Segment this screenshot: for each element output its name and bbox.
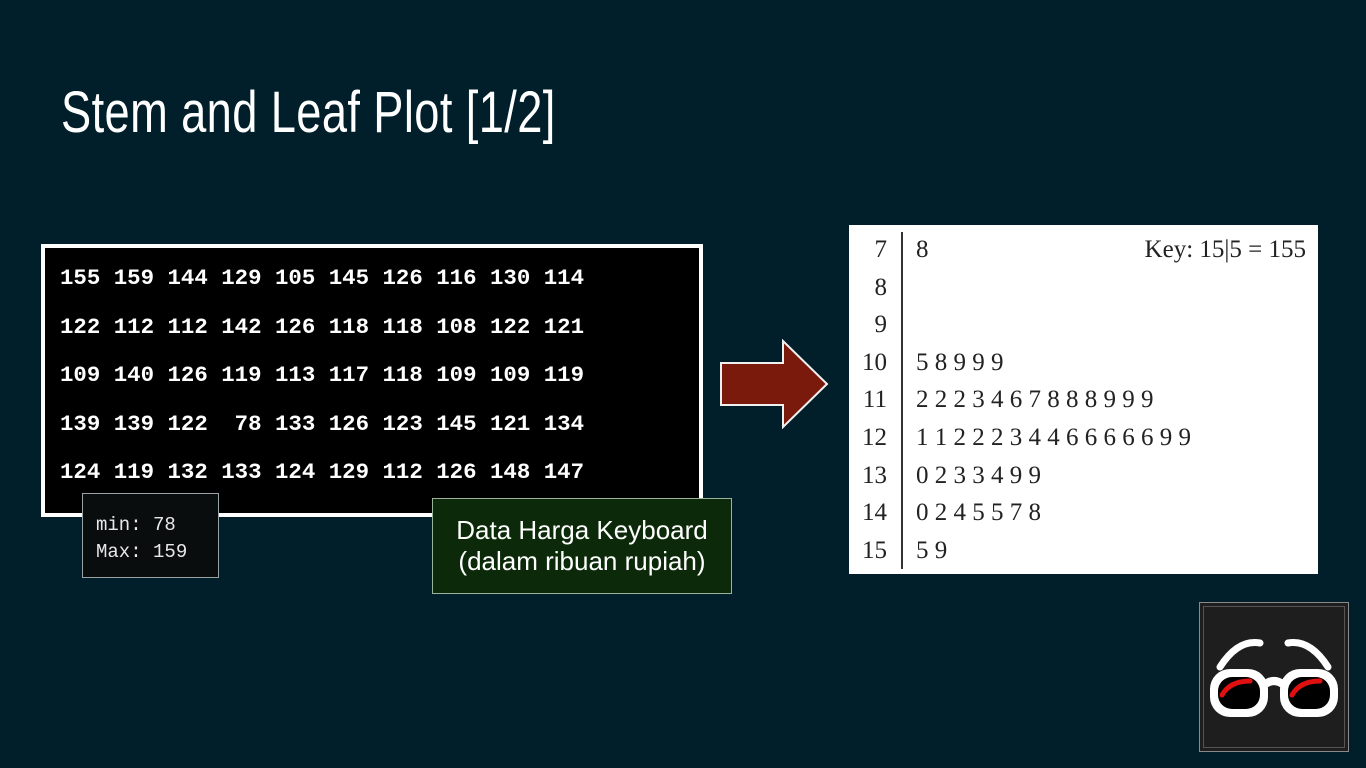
- leaf-values: 2 2 2 3 4 6 7 8 8 8 9 9 9: [916, 386, 1154, 413]
- min-label: min: 78: [96, 514, 176, 536]
- stem-label: 15: [862, 537, 887, 564]
- glasses-logo-icon: [1210, 639, 1338, 717]
- slide-title: Stem and Leaf Plot [1/2]: [61, 80, 556, 145]
- plot-key: Key: 15|5 = 155: [1144, 236, 1306, 263]
- data-table: 155 159 144 129 105 145 126 116 130 114 …: [41, 244, 703, 517]
- stem-label: 10: [862, 349, 887, 376]
- data-row: 122 112 112 142 126 118 118 108 122 121: [60, 314, 585, 340]
- data-row: 124 119 132 133 124 129 112 126 148 147: [60, 459, 585, 485]
- leaf-values: 5 8 9 9 9: [916, 349, 1004, 376]
- leaf-values: 1 1 2 2 2 3 4 4 6 6 6 6 6 9 9: [916, 424, 1191, 451]
- stem-label: 8: [874, 274, 888, 301]
- leaf-values: 8: [916, 236, 929, 263]
- stem-label: 14: [862, 499, 887, 526]
- leaf-values: 0 2 3 3 4 9 9: [916, 462, 1041, 489]
- glasses-logo: [1199, 602, 1349, 752]
- leaf-values: 0 2 4 5 5 7 8: [916, 499, 1041, 526]
- stem-label: 13: [862, 462, 887, 489]
- logo-frame: [1203, 606, 1345, 748]
- stem-leaf-plot: Key: 15|5 = 155 7 8 8 9 10 5 8 9 9 9 11 …: [849, 225, 1318, 574]
- data-row: 155 159 144 129 105 145 126 116 130 114: [60, 265, 585, 291]
- caption-line-1: Data Harga Keyboard: [456, 515, 708, 545]
- stem-divider: [901, 232, 903, 569]
- stem-label: 11: [862, 386, 887, 413]
- data-caption: Data Harga Keyboard (dalam ribuan rupiah…: [432, 498, 732, 594]
- data-row: 109 140 126 119 113 117 118 109 109 119: [60, 362, 585, 388]
- right-arrow-icon: [720, 339, 829, 429]
- data-row: 139 139 122 78 133 126 123 145 121 134: [60, 411, 585, 437]
- leaf-values: 5 9: [916, 537, 948, 564]
- stem-label: 7: [874, 236, 888, 263]
- min-max-box: min: 78 Max: 159: [82, 493, 219, 578]
- stem-label: 12: [862, 424, 887, 451]
- max-label: Max: 159: [96, 541, 188, 563]
- stem-label: 9: [874, 311, 888, 338]
- caption-line-2: (dalam ribuan rupiah): [458, 546, 706, 576]
